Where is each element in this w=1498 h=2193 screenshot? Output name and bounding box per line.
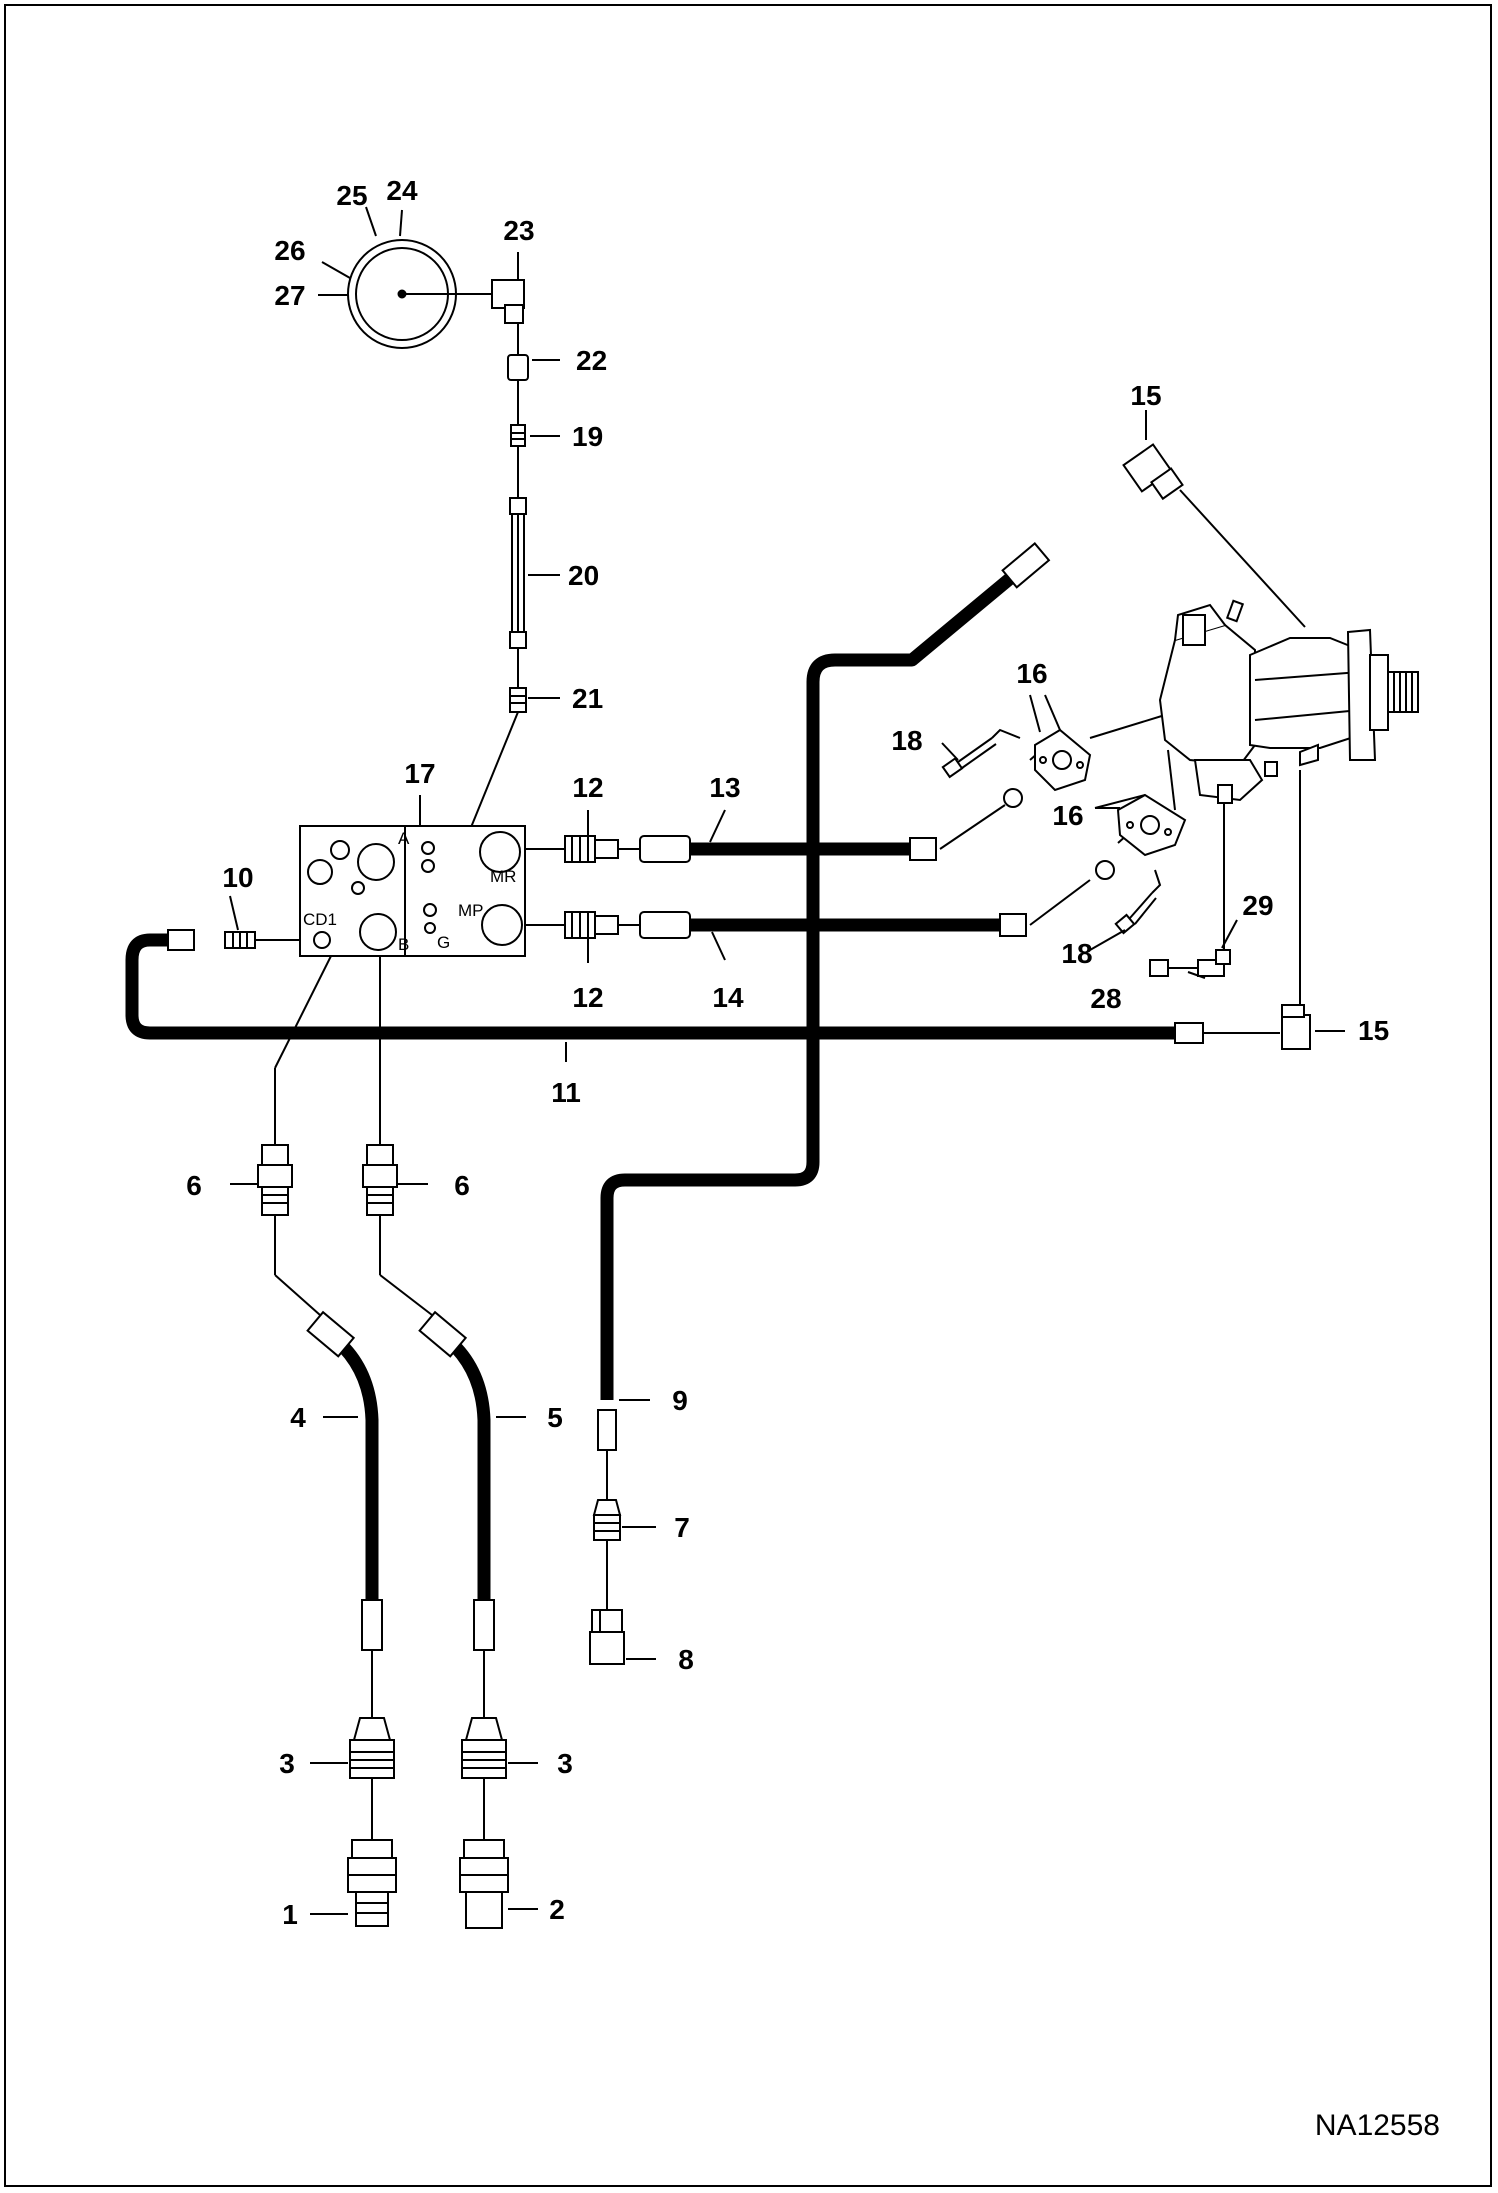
callout-6-left: 6 (186, 1170, 202, 1201)
callout-16-upper: 16 (1016, 658, 1047, 689)
callout-leaders (229, 206, 1345, 1915)
hose-5-fitting-top (418, 1310, 468, 1358)
hose-20-lower-fitting (509, 631, 527, 649)
callout-3-right: 3 (557, 1748, 573, 1779)
callout-8: 8 (678, 1644, 694, 1675)
hose-4 (325, 1329, 379, 1600)
fitting-7 (592, 1499, 622, 1541)
callout-29: 29 (1242, 890, 1273, 921)
port-label-mr: MR (490, 867, 516, 886)
hose-14-flange-end (999, 913, 1027, 937)
quick-coupler-1 (347, 1839, 397, 1927)
elbow-fitting-29 (1197, 949, 1231, 977)
callout-6-right: 6 (454, 1170, 470, 1201)
bolt-18-lower (1114, 869, 1162, 935)
callout-17: 17 (404, 758, 435, 789)
callout-5: 5 (547, 1402, 563, 1433)
bolt-18-upper (941, 728, 1021, 779)
callout-27: 27 (274, 280, 305, 311)
port-label-b: B (398, 935, 409, 954)
callout-1: 1 (282, 1899, 298, 1930)
diagram-frame (4, 4, 1492, 2187)
connector-lines (255, 306, 1306, 1840)
hose-11 (125, 933, 1180, 1040)
hose-11-end-fitting (167, 929, 195, 951)
fitting-6-left (257, 1144, 293, 1216)
elbow-fitting-23 (491, 279, 525, 324)
hose-14-fitting-left (639, 911, 691, 939)
callout-22: 22 (576, 345, 607, 376)
hose-4-fitting-top (306, 1310, 356, 1358)
callout-4: 4 (290, 1402, 306, 1433)
cap-28 (1149, 959, 1169, 977)
callout-18-upper: 18 (891, 725, 922, 756)
callout-15-lower: 15 (1358, 1015, 1389, 1046)
coupler-8 (589, 1609, 625, 1665)
port-label-a: A (398, 829, 410, 848)
valve-block-17 (299, 825, 526, 957)
callout-25: 25 (336, 180, 367, 211)
drawing-number: NA12558 (1315, 2109, 1440, 2142)
elbow-fitting-15-upper (1122, 443, 1184, 501)
callout-12-upper: 12 (572, 772, 603, 803)
callout-11: 11 (551, 1077, 581, 1108)
port-label-mp: MP (458, 901, 484, 920)
hose-11-fitting-right (1174, 1022, 1204, 1044)
nut-22 (507, 354, 529, 381)
callout-28: 28 (1090, 983, 1121, 1014)
callout-10: 10 (222, 862, 253, 893)
pressure-gauge (347, 239, 492, 349)
callout-19: 19 (572, 421, 603, 452)
quick-coupler-2 (459, 1839, 509, 1929)
callout-3-left: 3 (279, 1748, 295, 1779)
fitting-12-lower (564, 911, 619, 939)
elbow-fitting-15-lower (1281, 1004, 1311, 1050)
callout-21: 21 (572, 683, 603, 714)
fitting-21 (509, 687, 527, 713)
callout-9: 9 (672, 1385, 688, 1416)
adapter-3-right (461, 1717, 507, 1779)
hydraulic-drive-motor (1158, 599, 1419, 804)
callout-14: 14 (712, 982, 744, 1013)
port-label-g: G (437, 933, 450, 952)
callout-numbers: 24 25 26 27 23 22 19 20 21 17 10 12 13 1… (186, 175, 1389, 1930)
callout-7: 7 (674, 1512, 690, 1543)
callout-24: 24 (386, 175, 418, 206)
callout-20: 20 (568, 560, 599, 591)
hose-13-flange-end (909, 837, 937, 861)
hose-9 (600, 561, 1030, 1400)
hose-5-fitting-bottom (473, 1599, 495, 1651)
fitting-12-upper (564, 835, 619, 863)
hose-4-fitting-bottom (361, 1599, 383, 1651)
hose-13-fitting-left (639, 835, 691, 863)
callout-15-upper: 15 (1130, 380, 1161, 411)
flange-16-upper (1003, 728, 1092, 808)
fitting-10 (224, 931, 256, 949)
callout-13: 13 (709, 772, 740, 803)
fitting-6-right (362, 1144, 398, 1216)
flange-16-lower (1095, 793, 1187, 880)
fitting-19 (510, 424, 526, 447)
hose-5 (437, 1329, 491, 1600)
callout-16-lower: 16 (1052, 800, 1083, 831)
callout-23: 23 (503, 215, 534, 246)
callout-12-lower: 12 (572, 982, 603, 1013)
callout-26: 26 (274, 235, 305, 266)
callout-18-lower: 18 (1061, 938, 1092, 969)
adapter-3-left (349, 1717, 395, 1779)
callout-2: 2 (549, 1894, 565, 1925)
hose-9-fitting-top (1001, 542, 1051, 589)
hose-20-upper-fitting (509, 497, 527, 515)
port-label-cd1: CD1 (303, 910, 337, 929)
hose-9-fitting-bottom (597, 1409, 617, 1451)
